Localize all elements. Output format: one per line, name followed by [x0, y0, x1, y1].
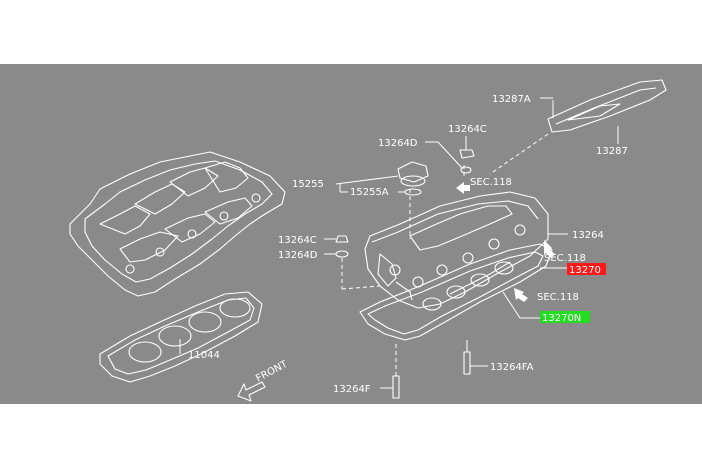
front-arrow [237, 381, 266, 402]
leader-13264D-top-2 [437, 141, 463, 169]
sec118-low-arrow [514, 288, 528, 302]
washer-13264D-left [335, 250, 349, 258]
label-front: FRONT [254, 358, 290, 384]
leader-13270N [502, 291, 521, 319]
diagram-canvas: 11044 FRONT 13287A 13287 [69, 79, 667, 402]
leader-15255 [335, 175, 399, 185]
head-gasket-drawing [99, 291, 263, 383]
label-15255A: 15255A [350, 187, 389, 198]
label-13264D-top: 13264D [378, 138, 418, 149]
label-13264FA: 13264FA [490, 362, 534, 373]
label-13287A: 13287A [492, 94, 531, 105]
engine-cover-drawing [547, 79, 667, 133]
valve-cover-drawing [364, 191, 549, 309]
highlight-13270N [540, 311, 590, 323]
dash-cover-1 [489, 133, 549, 175]
label-13264C-top: 13264C [448, 124, 487, 135]
label-sec118-mid: SEC.118 [544, 253, 586, 264]
cylinder-head-drawing [69, 151, 286, 297]
label-15255: 15255 [292, 179, 324, 190]
nut-13264C-top [459, 149, 475, 174]
bolt-13264F [392, 375, 400, 399]
label-11044: 11044 [188, 350, 220, 361]
label-13264: 13264 [572, 230, 604, 241]
label-13264C-left: 13264C [278, 235, 317, 246]
label-13270: 13270 [569, 265, 601, 276]
sec118-top-arrow [456, 182, 470, 194]
highlight-13270 [567, 263, 606, 275]
label-13264D-left: 13264D [278, 250, 318, 261]
parts-diagram: 11044 FRONT 13287A 13287 [0, 64, 702, 404]
valve-cover-gasket-drawing [359, 243, 553, 341]
sec118-mid-arrow [544, 240, 555, 258]
bolt-13264FA [463, 340, 471, 375]
label-sec118-low: SEC.118 [537, 292, 579, 303]
oil-cap-drawing [397, 161, 429, 196]
label-13270N: 13270N [542, 313, 581, 324]
label-sec118-top: SEC.118 [470, 177, 512, 188]
nut-13264C-left [335, 235, 349, 243]
label-13287: 13287 [596, 146, 628, 157]
dash-left-nut-2 [341, 285, 381, 290]
label-13264F: 13264F [333, 384, 371, 395]
